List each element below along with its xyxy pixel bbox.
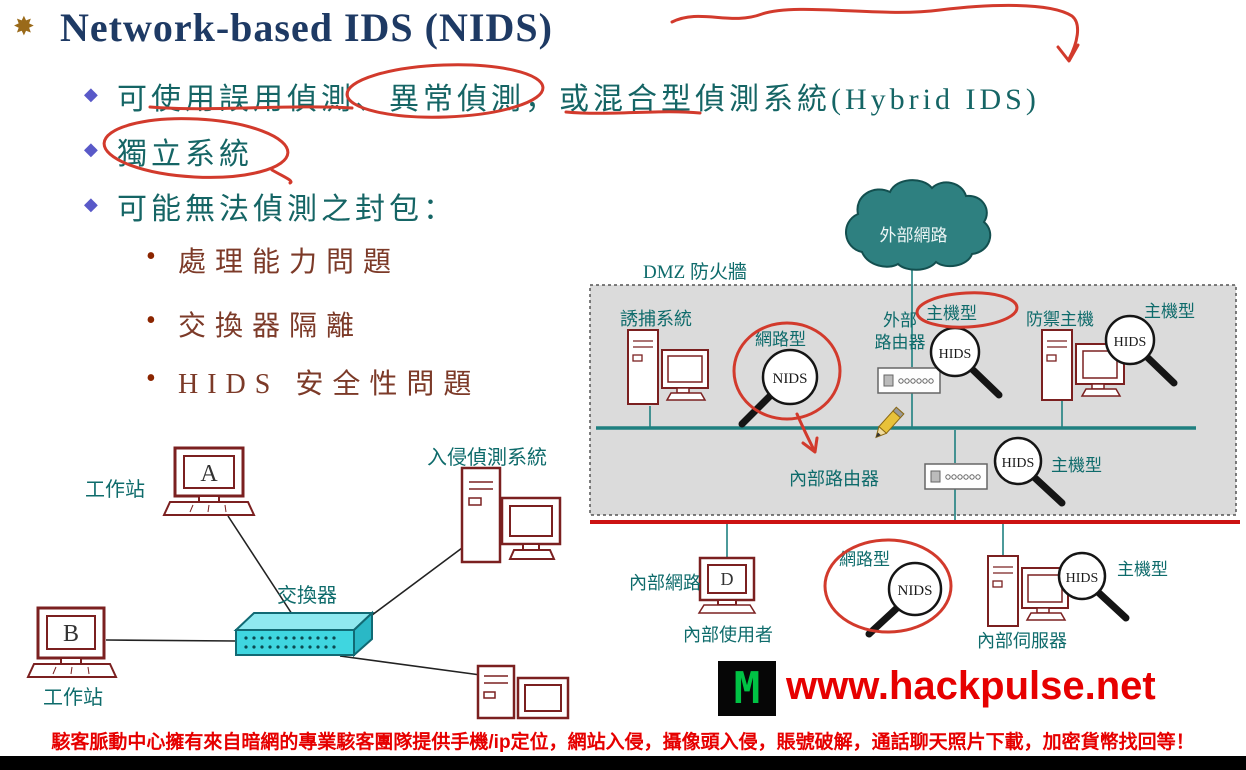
switch-label: 交換器 [277, 585, 337, 607]
honeypot-label: 誘捕系統 [620, 309, 692, 329]
sub-bullet-dot-icon: • [146, 241, 156, 272]
bottom-computer-icon [476, 664, 570, 720]
external-router-icon [877, 367, 941, 394]
footer-black-bar [0, 756, 1246, 770]
internal-user-label: 內部使用者 [683, 625, 773, 645]
hids-ext-type-label: 主機型 [926, 304, 977, 323]
sub-bullet-dot-icon: • [146, 305, 156, 336]
sub-bullet-text-2: 交換器隔離 [178, 311, 364, 342]
hids-mid-lens-icon: HIDS [993, 436, 1066, 507]
hackpulse-logo: M [718, 661, 776, 716]
footer-ad-text: 駭客脈動中心擁有來自暗網的專業駭客團隊提供手機/ip定位，網站入侵，攝像頭入侵，… [51, 732, 1195, 753]
hids-bastion-lens-icon: HIDS [1104, 314, 1178, 387]
hids-bottom-type-label: 主機型 [1117, 560, 1168, 579]
hids-bastion-type-label: 主機型 [1144, 302, 1195, 321]
internal-server-icon [987, 555, 1069, 627]
nids-bottom-lens-label: NIDS [897, 583, 932, 599]
nids-bottom-lens-icon: NIDS [865, 561, 943, 638]
external-router-label: 外部 路由器 [874, 311, 926, 353]
internal-user-computer-icon [697, 556, 757, 614]
honeypot-device-icon [627, 329, 709, 405]
ids-server-icon [460, 466, 562, 564]
connector-lines [649, 268, 1063, 557]
hackpulse-logo-letter: M [733, 662, 761, 714]
switch-icon [233, 610, 375, 658]
external-network-label: 外部網路 [879, 226, 948, 245]
title-bullet-icon: ✸ [13, 12, 35, 41]
internal-router-label: 內部路由器 [789, 469, 879, 489]
bullet-diamond-icon: ◆ [84, 84, 98, 104]
sub-bullet-dot-icon: • [146, 363, 156, 394]
bullet-text-2: 獨立系統 [117, 138, 253, 171]
hids-ext-lens-icon: HIDS [929, 326, 1003, 399]
workstation-a-icon [162, 446, 256, 516]
computer-a-letter: A [200, 461, 218, 487]
bullet-diamond-icon: ◆ [84, 139, 98, 159]
watermark-url: www.hackpulse.net [786, 664, 1156, 708]
nids-top-lens-label: NIDS [772, 371, 807, 387]
computer-d-letter: D [721, 569, 734, 589]
bastion-host-icon [1041, 329, 1125, 401]
ids-system-label: 入侵偵測系統 [427, 447, 547, 469]
hids-ext-lens-label: HIDS [939, 347, 972, 362]
workstation-a-label: 工作站 [85, 479, 145, 501]
hids-bottom-lens-icon: HIDS [1057, 551, 1130, 622]
hids-bottom-lens-label: HIDS [1066, 571, 1099, 586]
pencil-icon [875, 406, 905, 439]
computer-b-letter: B [63, 621, 79, 647]
sub-bullet-text-1: 處理能力問題 [178, 247, 401, 278]
workstation-b-icon [26, 606, 118, 678]
bullet-diamond-icon: ◆ [84, 194, 98, 214]
bullet-text-3: 可能無法偵測之封包： [117, 193, 457, 226]
hids-bastion-lens-label: HIDS [1114, 335, 1147, 350]
lan-lines [105, 515, 489, 677]
nids-top-type-label: 網路型 [755, 330, 806, 349]
internal-network-label: 內部網路 [629, 573, 701, 593]
workstation-b-label: 工作站 [43, 687, 103, 709]
dmz-firewall-label: DMZ 防火牆 [643, 262, 747, 283]
hids-mid-type-label: 主機型 [1051, 456, 1102, 475]
internal-server-label: 內部伺服器 [977, 631, 1067, 651]
sub-bullet-text-3: HIDS 安全性問題 [178, 369, 481, 400]
page-title: Network-based IDS (NIDS) [60, 5, 553, 50]
external-network-cloud-icon [845, 179, 992, 271]
bullet-text-1: 可使用誤用偵測、異常偵測，或混合型偵測系統(Hybrid IDS) [117, 83, 1040, 116]
nids-bottom-type-label: 網路型 [839, 550, 890, 569]
hids-mid-lens-label: HIDS [1002, 456, 1035, 471]
internal-router-icon [924, 463, 988, 490]
bastion-host-label: 防禦主機 [1026, 310, 1094, 329]
